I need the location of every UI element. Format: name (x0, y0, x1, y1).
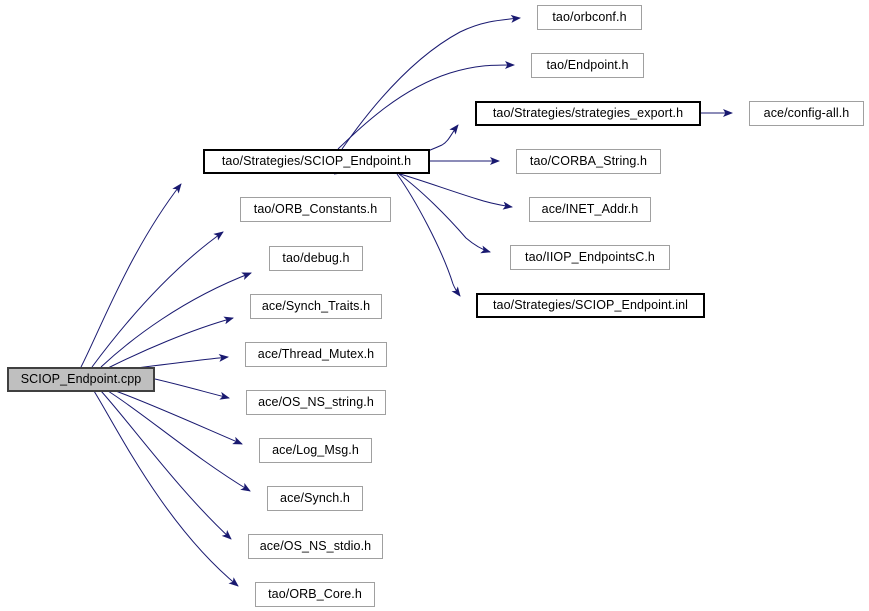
graph-node-label: tao/Strategies/SCIOP_Endpoint.inl (492, 298, 689, 313)
graph-node-label: ace/OS_NS_string.h (258, 395, 374, 410)
graph-node-label: tao/Endpoint.h (546, 58, 629, 73)
graph-edge-root-to-os_ns_string (154, 378, 230, 400)
graph-node-config_all[interactable]: ace/config-all.h (749, 101, 864, 126)
graph-node-debug_h[interactable]: tao/debug.h (269, 246, 363, 271)
graph-edge-root-to-log_msg (112, 389, 243, 445)
graph-node-label: ace/OS_NS_stdio.h (259, 539, 372, 554)
graph-edge-root-to-debug_h (100, 272, 252, 368)
graph-edge-sciop_endpoint_h-to-endpoint_h (337, 61, 515, 150)
graph-node-label: ace/config-all.h (763, 106, 850, 121)
graph-node-corba_string[interactable]: tao/CORBA_String.h (516, 149, 661, 174)
graph-node-label: SCIOP_Endpoint.cpp (20, 372, 142, 387)
graph-node-sciop_endpoint_h[interactable]: tao/Strategies/SCIOP_Endpoint.h (203, 149, 430, 174)
graph-node-label: ace/Synch_Traits.h (261, 299, 371, 314)
graph-edges (80, 14, 733, 587)
graph-edge-root-to-orb_core (93, 390, 239, 587)
graph-edge-sciop_endpoint_h-to-orbconf (341, 14, 521, 150)
graph-node-iiop_endpointsc[interactable]: tao/IIOP_EndpointsC.h (510, 245, 670, 270)
graph-edge-root-to-os_ns_stdio (100, 390, 232, 540)
graph-node-label: ace/Thread_Mutex.h (257, 347, 375, 362)
graph-node-orb_constants[interactable]: tao/ORB_Constants.h (240, 197, 391, 222)
graph-node-orbconf[interactable]: tao/orbconf.h (537, 5, 642, 30)
graph-node-strategies_export[interactable]: tao/Strategies/strategies_export.h (475, 101, 701, 126)
graph-edge-root-to-synch_h (107, 390, 251, 492)
graph-edge-sciop_endpoint_h-to-inet_addr (399, 173, 513, 210)
graph-node-label: tao/Strategies/strategies_export.h (492, 106, 684, 121)
graph-node-label: tao/CORBA_String.h (529, 154, 648, 169)
graph-node-synch_traits[interactable]: ace/Synch_Traits.h (250, 294, 382, 319)
graph-node-log_msg[interactable]: ace/Log_Msg.h (259, 438, 372, 463)
graph-node-label: tao/IIOP_EndpointsC.h (525, 250, 655, 265)
graph-node-os_ns_string[interactable]: ace/OS_NS_string.h (246, 390, 386, 415)
graph-node-endpoint_h[interactable]: tao/Endpoint.h (531, 53, 644, 78)
graph-node-orb_core[interactable]: tao/ORB_Core.h (255, 582, 375, 607)
graph-node-label: tao/ORB_Constants.h (253, 202, 378, 217)
graph-edge-sciop_endpoint_h-to-iiop_endpointsc (398, 173, 491, 254)
graph-edge-root-to-synch_traits (107, 316, 234, 369)
graph-node-sciop_endpoint_inl[interactable]: tao/Strategies/SCIOP_Endpoint.inl (476, 293, 705, 318)
graph-node-label: ace/Synch.h (280, 491, 350, 506)
graph-node-label: tao/debug.h (282, 251, 350, 266)
graph-node-os_ns_stdio[interactable]: ace/OS_NS_stdio.h (248, 534, 383, 559)
graph-edge-root-to-orb_constants (91, 231, 224, 368)
graph-node-synch_h[interactable]: ace/Synch.h (267, 486, 363, 511)
graph-node-thread_mutex[interactable]: ace/Thread_Mutex.h (245, 342, 387, 367)
graph-node-label: tao/ORB_Core.h (268, 587, 362, 602)
graph-node-label: ace/INET_Addr.h (541, 202, 639, 217)
graph-node-root[interactable]: SCIOP_Endpoint.cpp (7, 367, 155, 392)
graph-edge-root-to-sciop_endpoint_h (80, 183, 182, 368)
graph-edge-sciop_endpoint_h-to-sciop_endpoint_inl (396, 173, 461, 297)
graph-node-label: tao/orbconf.h (552, 10, 627, 25)
graph-node-inet_addr[interactable]: ace/INET_Addr.h (529, 197, 651, 222)
graph-node-label: ace/Log_Msg.h (272, 443, 359, 458)
graph-node-label: tao/Strategies/SCIOP_Endpoint.h (221, 154, 412, 169)
